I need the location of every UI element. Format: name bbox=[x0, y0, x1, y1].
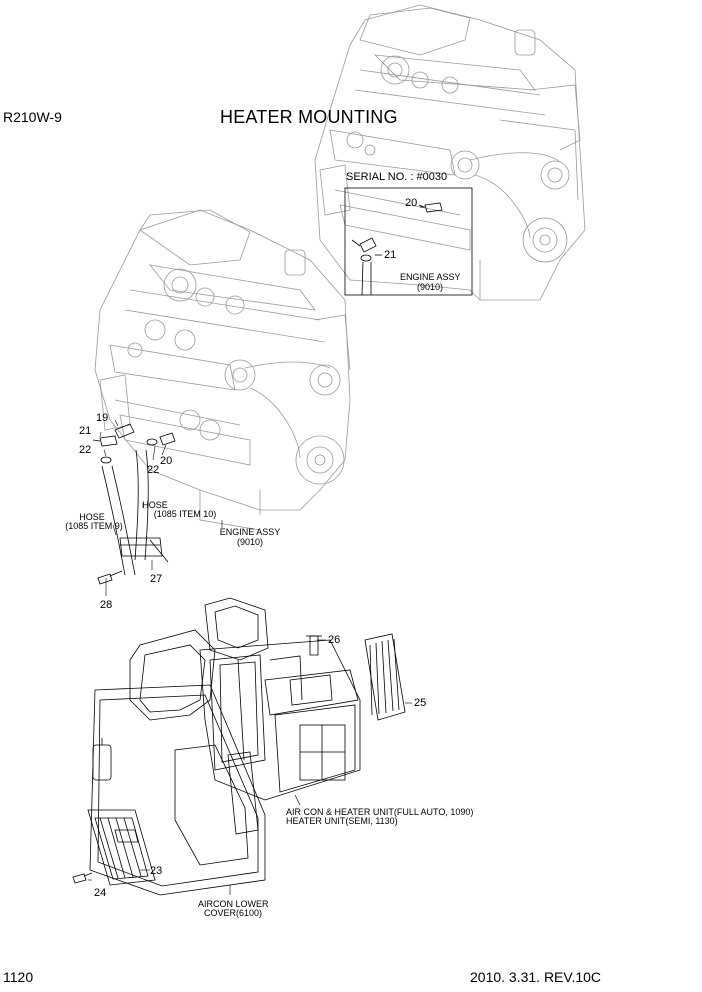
callout-21-upper: 21 bbox=[384, 249, 397, 261]
callout-leaders bbox=[88, 419, 412, 895]
revision-date: 2010. 3.31. REV.10C bbox=[470, 969, 602, 985]
callout-22-right: 22 bbox=[147, 464, 160, 476]
callout-26: 26 bbox=[328, 634, 341, 646]
callout-25: 25 bbox=[414, 697, 427, 709]
lower-engine-label: ENGINE ASSY bbox=[219, 527, 281, 537]
upper-engine-code: (9010) bbox=[416, 282, 443, 292]
model-code: R210W-9 bbox=[3, 109, 62, 125]
callout-27: 27 bbox=[150, 573, 163, 585]
callout-22-left: 22 bbox=[79, 444, 92, 456]
upper-fitting-21 bbox=[351, 237, 377, 296]
hose-left-ref: (1085 ITEM 9) bbox=[65, 521, 123, 531]
lower-cover-label: AIRCON LOWER bbox=[198, 899, 269, 909]
serial-detail-box bbox=[344, 187, 473, 296]
callout-19: 19 bbox=[96, 412, 109, 424]
heater-unit-label: HEATER UNIT(SEMI, 1130) bbox=[286, 816, 398, 826]
callout-20-lower: 20 bbox=[160, 455, 173, 467]
lower-engine-code: (9010) bbox=[236, 537, 263, 547]
callout-20-upper: 20 bbox=[405, 197, 418, 209]
page-title: HEATER MOUNTING bbox=[220, 107, 398, 127]
callout-21-lower: 21 bbox=[79, 425, 92, 437]
hose-right-label: HOSE bbox=[142, 500, 168, 510]
aircon-unit-label: AIR CON & HEATER UNIT(FULL AUTO, 1090) bbox=[286, 807, 474, 817]
serial-number-label: SERIAL NO. : #0030 bbox=[346, 171, 448, 183]
upper-engine-illustration bbox=[314, 4, 586, 301]
callout-28: 28 bbox=[100, 599, 113, 611]
lower-engine-illustration bbox=[94, 209, 351, 515]
hose-left-label: HOSE bbox=[79, 512, 105, 522]
lower-fittings bbox=[92, 423, 176, 585]
callout-24: 24 bbox=[94, 887, 107, 899]
upper-fitting-20 bbox=[420, 202, 443, 213]
heater-unit-illustration bbox=[72, 597, 406, 896]
page-number: 1120 bbox=[3, 969, 34, 985]
upper-engine-label: ENGINE ASSY bbox=[400, 272, 461, 282]
hose-right-ref: (1085 ITEM 10) bbox=[153, 509, 217, 519]
lower-cover-code: COVER(6100) bbox=[203, 908, 263, 918]
callout-23: 23 bbox=[150, 865, 163, 877]
